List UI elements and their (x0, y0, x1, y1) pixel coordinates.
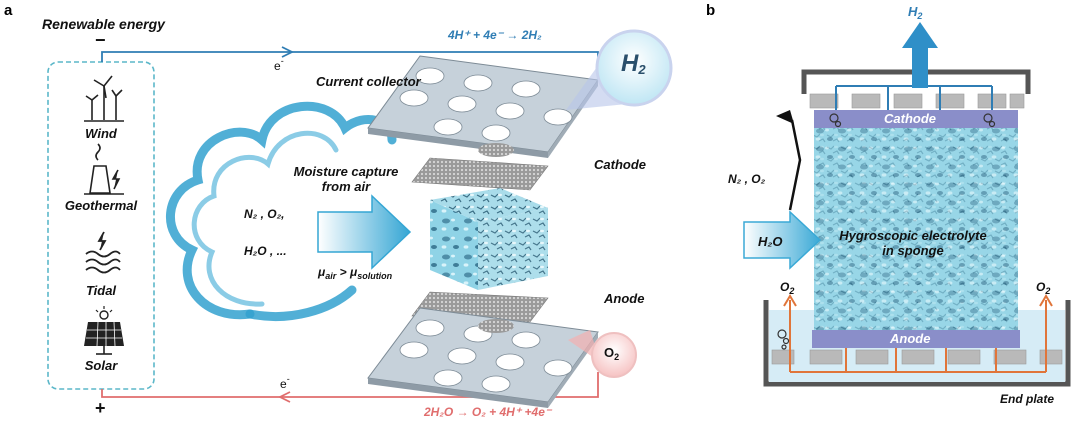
electron-symbol: e (280, 377, 287, 391)
h2-bubble-label: H2 (621, 50, 646, 78)
anode-wire (101, 372, 599, 398)
electron-charge: - (286, 374, 290, 384)
mu-comparison: > μ (336, 265, 358, 279)
anode-label: Anode (604, 291, 645, 306)
water-inlet-label: H₂O (758, 234, 783, 249)
o2-symbol: O (1036, 280, 1046, 294)
energy-sources-box (47, 61, 155, 390)
o2-right-label: O2 (1036, 280, 1050, 296)
cathode-reaction: 4H⁺ + 4e⁻ → 2H₂ (448, 28, 542, 42)
cathode-electrode (814, 110, 1018, 128)
h2-symbol: H (621, 50, 639, 77)
source-tidal-label: Tidal (85, 283, 117, 298)
gas-outlet-label: N₂ , O₂ (728, 172, 766, 186)
moisture-capture-line2: from air (321, 179, 371, 194)
moisture-capture-label: Moisture capture from air (288, 164, 404, 194)
electrolyte-label: Hygroscopic electrolyte in sponge (818, 228, 1008, 258)
bottom-flow-channels (771, 349, 1063, 365)
mu-air-subscript: air (325, 271, 337, 281)
electron-label-top: e- (274, 56, 284, 73)
top-flow-channels (809, 93, 1025, 109)
bottom-current-lines (783, 294, 1053, 373)
gas-bubbles (777, 113, 996, 350)
source-solar-label: Solar (84, 358, 118, 373)
end-plate-label: End plate (1000, 392, 1055, 406)
moisture-capture-arrow (317, 194, 412, 270)
sponge-cube (430, 188, 548, 290)
water-inlet-arrow (743, 210, 822, 270)
source-geothermal-label: Geothermal (64, 198, 138, 213)
anode-electrode (812, 330, 1020, 348)
electron-symbol: e (274, 59, 281, 73)
geothermal-icon (84, 143, 124, 195)
panel-label-b: b (706, 2, 716, 19)
o2-subscript: 2 (614, 352, 620, 362)
mu-symbol: μ (318, 265, 326, 279)
tidal-icon (85, 231, 121, 274)
air-species-1: N₂ , O₂, (244, 207, 285, 221)
bottom-end-plate (763, 300, 1071, 387)
o2-bubble (591, 332, 637, 378)
o2-left-label: O2 (780, 280, 794, 296)
negative-terminal: − (95, 30, 106, 50)
panel-label-a: a (4, 2, 13, 19)
source-wind-label: Wind (85, 126, 117, 141)
h2-outlet-label: H2 (908, 4, 922, 21)
electron-arrow-bottom (277, 391, 291, 403)
h2-outlet-arrow (902, 22, 938, 88)
bottom-current-collector (367, 307, 599, 408)
current-collector-label: Current collector (316, 74, 421, 89)
h2-bubble (595, 29, 673, 107)
sponge-texture (814, 128, 1018, 330)
o2-symbol: O (604, 345, 615, 360)
anode-reaction: 2H₂O → O₂ + 4H⁺ +4e⁻ (424, 405, 552, 419)
electron-charge: - (280, 56, 284, 66)
moisture-capture-line1: Moisture capture (293, 164, 399, 179)
wind-turbine-icon (84, 75, 124, 122)
cathode-electrode-label: Cathode (884, 111, 936, 126)
electrolyte-line2: in sponge (882, 243, 944, 258)
gas-outlet-arrow (788, 119, 802, 211)
electron-label-bottom: e- (280, 374, 290, 391)
o2-symbol: O (780, 280, 790, 294)
cathode-label: Cathode (594, 157, 646, 172)
electrolyte-line1: Hygroscopic electrolyte (839, 228, 987, 243)
o2-subscript: 2 (1045, 286, 1051, 296)
gas-outlet-arrowhead (776, 110, 794, 124)
h2-subscript: 2 (917, 11, 923, 21)
o2-bubble-label: O2 (604, 345, 619, 362)
air-species-2: H₂O , ... (244, 244, 287, 258)
renewable-energy-title: Renewable energy (42, 16, 165, 32)
anode-electrode-label: Anode (890, 331, 931, 346)
positive-terminal: + (95, 398, 106, 418)
solar-panel-icon (84, 306, 124, 355)
air-cloud (165, 101, 397, 321)
o2-subscript: 2 (789, 286, 795, 296)
mu-solution-subscript: solution (357, 271, 393, 281)
chemical-potential-label: μair > μsolution (318, 265, 392, 281)
h2-symbol: H (908, 4, 918, 19)
electron-arrow-top (281, 46, 295, 58)
h2-subscript: 2 (638, 62, 646, 77)
top-current-collector (367, 55, 599, 158)
cathode-mesh (411, 157, 549, 191)
